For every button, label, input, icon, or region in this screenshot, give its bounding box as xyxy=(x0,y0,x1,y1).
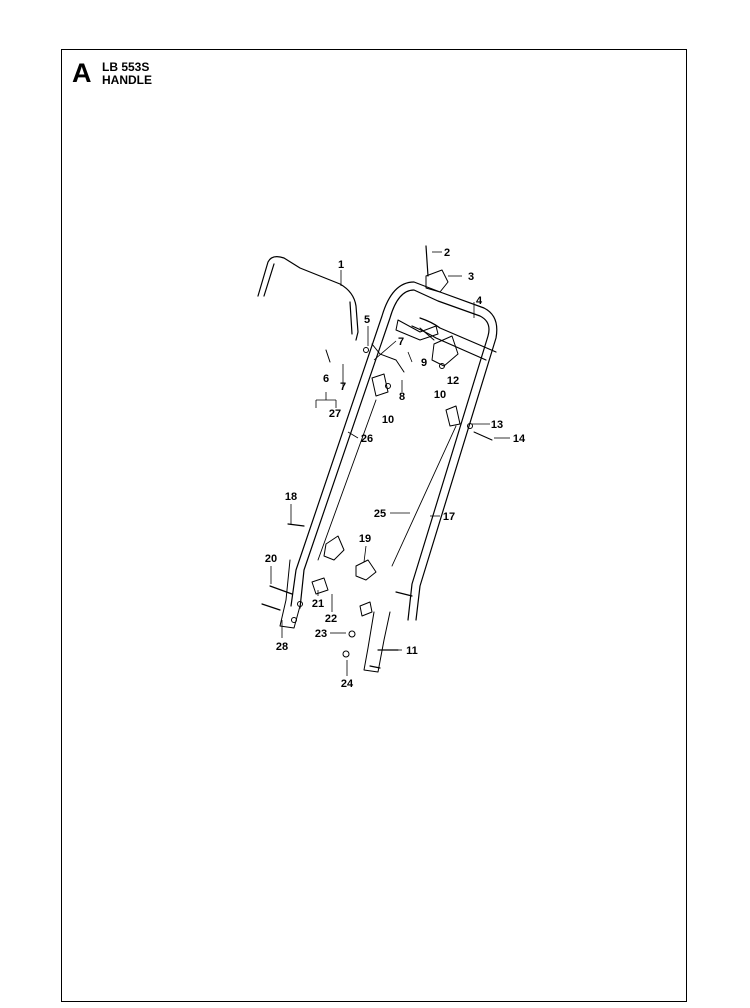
callout-12: 12 xyxy=(447,375,459,387)
nut-23 xyxy=(348,630,356,638)
section-letter: A xyxy=(72,58,92,88)
callout-7a: 7 xyxy=(398,336,404,348)
callout-9: 9 xyxy=(421,357,427,369)
pin-14 xyxy=(473,431,493,441)
callout-4: 4 xyxy=(476,295,483,307)
bolt-28 xyxy=(261,603,281,611)
callout-28: 28 xyxy=(276,641,288,653)
bail-lever xyxy=(257,256,359,341)
callout-25: 25 xyxy=(374,508,386,520)
callout-7b: 7 xyxy=(340,381,346,393)
washer-20 xyxy=(297,601,303,607)
lower-left-bracket xyxy=(279,559,301,629)
lower-right-bracket xyxy=(363,611,391,673)
nut-10a xyxy=(385,383,391,389)
callout-24: 24 xyxy=(341,678,354,690)
bolt-2 xyxy=(425,245,429,277)
nut-24 xyxy=(342,650,350,658)
clamp-right xyxy=(445,405,461,427)
diagram-frame xyxy=(61,49,687,1002)
callout-13: 13 xyxy=(491,419,503,431)
callout-19: 19 xyxy=(359,533,371,545)
callout-14: 14 xyxy=(513,433,526,445)
callout-10b: 10 xyxy=(382,414,394,426)
callout-23: 23 xyxy=(315,628,327,640)
nut-5 xyxy=(363,347,369,353)
clamp-left xyxy=(371,373,389,397)
nut-28 xyxy=(291,617,297,623)
part-name: HANDLE xyxy=(102,73,152,87)
knob-left xyxy=(323,535,345,561)
nut-10b xyxy=(439,363,445,369)
handle-frame xyxy=(290,281,498,621)
callout-3: 3 xyxy=(468,271,474,283)
callout-2: 2 xyxy=(444,247,450,259)
callout-18: 18 xyxy=(285,491,297,503)
callout-21: 21 xyxy=(312,598,324,610)
callout-5: 5 xyxy=(364,314,370,326)
callout-17: 17 xyxy=(443,511,455,523)
pin-6 xyxy=(325,349,331,363)
fitting-21 xyxy=(311,577,329,595)
nut-13 xyxy=(467,423,473,429)
bolt-rt xyxy=(395,591,413,597)
box-12 xyxy=(431,335,459,367)
cover-3 xyxy=(425,269,449,293)
knob-19 xyxy=(355,559,377,581)
callout-1: 1 xyxy=(338,259,344,271)
model-name: LB 553S xyxy=(102,60,150,74)
bolt-18 xyxy=(287,523,305,527)
callout-26: 26 xyxy=(361,433,373,445)
cable-25 xyxy=(391,425,457,567)
cable-26 xyxy=(317,399,377,561)
lever-9 xyxy=(395,319,439,341)
bolt-20 xyxy=(269,585,293,595)
leader-lines xyxy=(270,251,510,676)
callout-labels: 1 2 3 4 5 6 7 7 8 9 10 10 11 12 13 14 17… xyxy=(265,247,526,690)
callout-20: 20 xyxy=(265,553,277,565)
callout-8: 8 xyxy=(399,391,405,403)
fitting-22 xyxy=(359,601,373,617)
callout-6: 6 xyxy=(323,373,329,385)
bolt-lower xyxy=(369,665,381,669)
callout-27: 27 xyxy=(329,408,341,420)
callout-11: 11 xyxy=(406,645,418,657)
clip-8 xyxy=(371,343,405,373)
callout-10a: 10 xyxy=(434,389,446,401)
callout-22: 22 xyxy=(325,613,337,625)
